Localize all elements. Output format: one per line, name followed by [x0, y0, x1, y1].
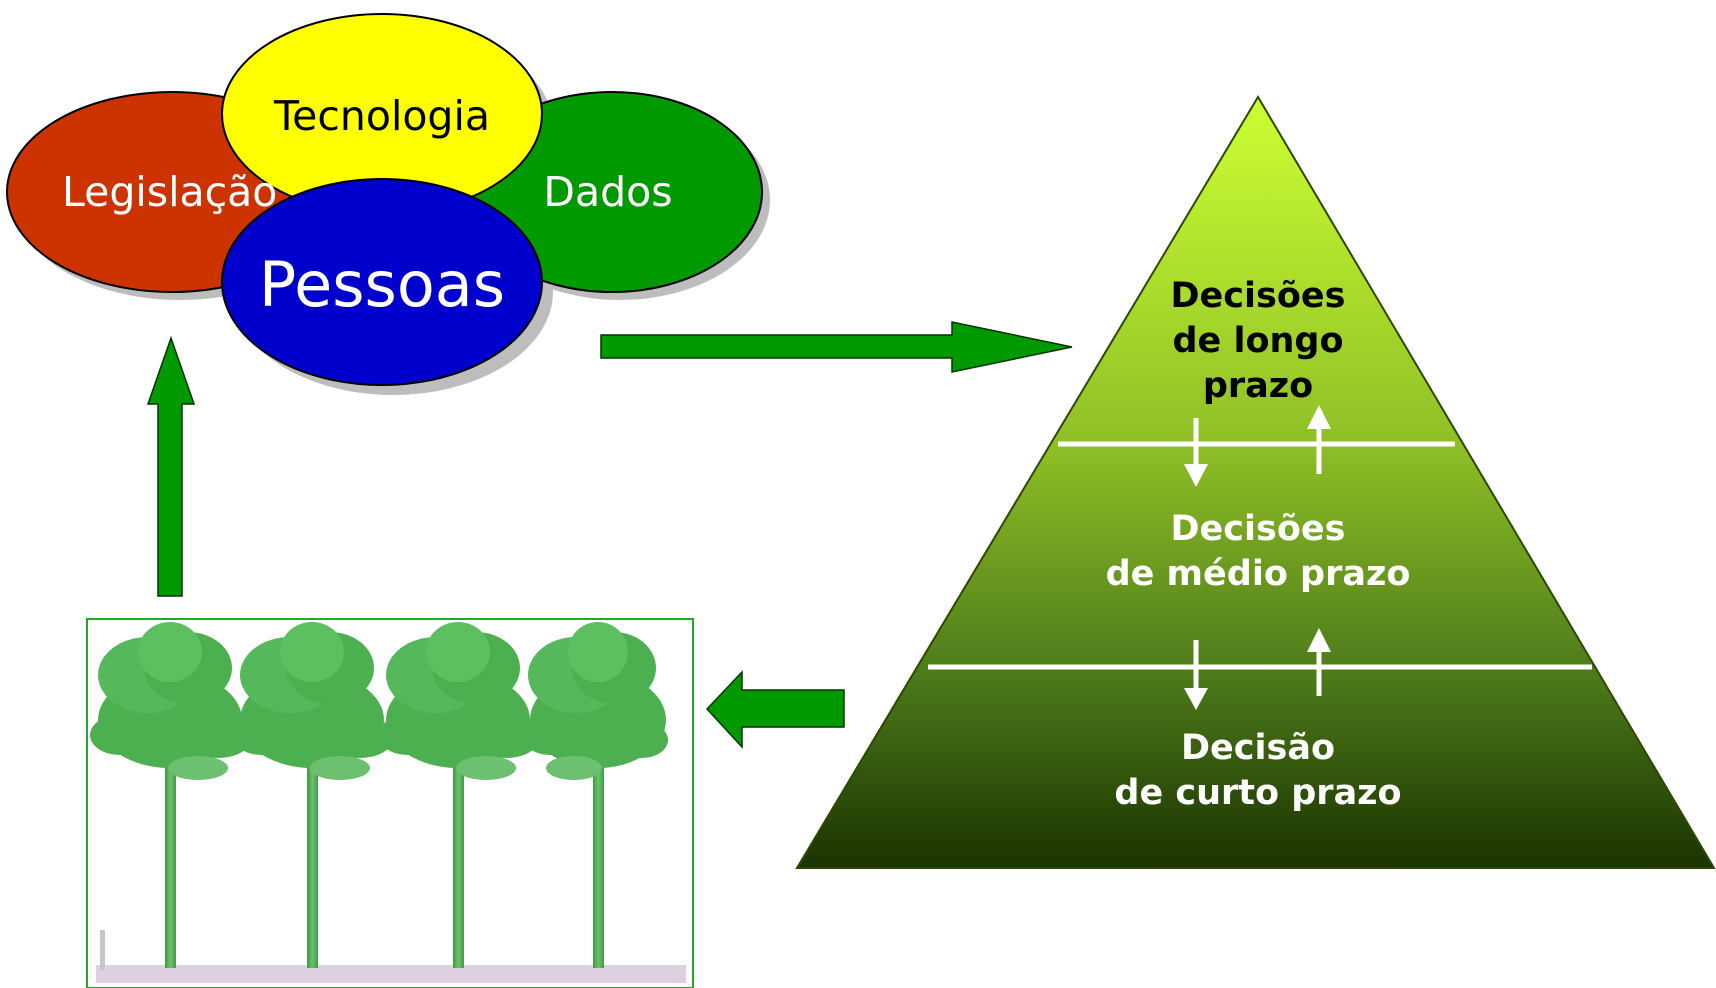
decision-pyramid: Decisões de longo prazo Decisões de médi…	[795, 95, 1716, 869]
forest-image	[86, 618, 694, 988]
arrow-up	[146, 335, 196, 597]
pessoas-ellipse	[221, 178, 543, 386]
araucaria-tree	[232, 622, 392, 968]
legislacao-label: Legislação	[62, 168, 277, 216]
dados-label: Dados	[543, 168, 672, 216]
arrow-right	[600, 321, 1073, 373]
pyramid-arrows-lower	[1184, 628, 1331, 710]
long-term-line-2: de longo	[1172, 321, 1343, 361]
pyramid-arrows-upper	[1184, 405, 1331, 487]
araucaria-tree	[378, 622, 538, 968]
pessoas-label: Pessoas	[259, 248, 505, 321]
tecnologia-label: Tecnologia	[273, 92, 490, 140]
short-term-line-2: de curto prazo	[1114, 773, 1401, 813]
araucaria-tree	[90, 622, 250, 968]
medium-term-line-1: Decisões	[1171, 509, 1346, 549]
arrow-left	[705, 670, 845, 749]
long-term-line-1: Decisões	[1171, 276, 1346, 316]
ground-strip	[96, 965, 686, 983]
long-term-line-3: prazo	[1203, 366, 1313, 406]
medium-term-line-2: de médio prazo	[1106, 554, 1411, 594]
factors-cluster: Legislação Tecnologia Dados Pessoas	[6, 13, 770, 395]
araucaria-tree	[522, 622, 668, 968]
short-term-line-1: Decisão	[1181, 728, 1335, 768]
